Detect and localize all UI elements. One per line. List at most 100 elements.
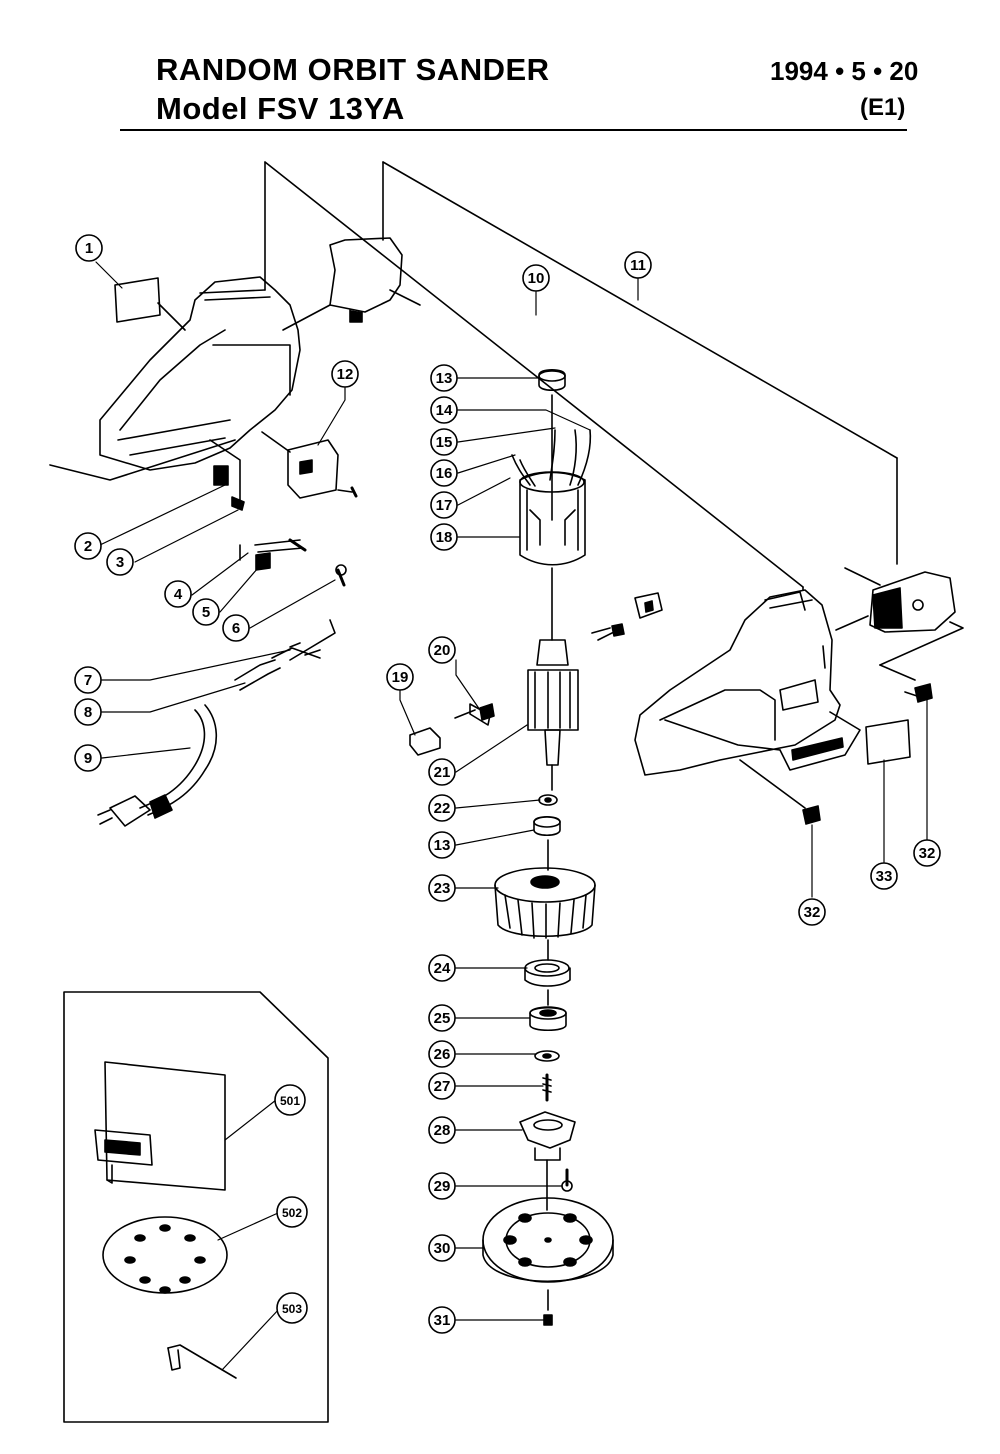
callout-c32a: 32 [798,898,826,926]
callout-number: 27 [434,1078,451,1095]
callout-c4: 4 [164,580,192,608]
callout-number: 10 [528,270,545,287]
callout-number: 13 [436,370,453,387]
callout-number: 31 [434,1312,451,1329]
callout-number: 18 [436,529,453,546]
callout-c27: 27 [428,1072,456,1100]
callout-number: 26 [434,1046,451,1063]
callout-c2: 2 [74,532,102,560]
callout-number: 15 [436,434,453,451]
sanding-pad [482,1197,614,1326]
model-name: Model FSV 13YA [156,91,405,126]
callout-number: 21 [434,764,451,781]
callout-number: 24 [434,960,451,977]
callout-c28: 28 [428,1116,456,1144]
callout-number: 25 [434,1010,451,1027]
callout-c32b: 32 [913,839,941,867]
rear-cover-right [844,567,964,703]
callout-number: 503 [282,1302,302,1316]
switch-part [261,431,358,499]
edition-code: (E1) [860,94,906,121]
diagram-title: RANDOM ORBIT SANDER [156,52,550,87]
callout-number: 8 [84,704,92,721]
callout-c21: 21 [428,758,456,786]
callout-number: 1 [85,240,93,257]
callout-number: 14 [436,402,453,419]
lower-bearings [524,959,571,1102]
armature [527,639,579,791]
callout-number: 19 [392,669,409,686]
brush-holders [409,592,663,756]
callout-c15: 15 [430,428,458,456]
callout-number: 30 [434,1240,451,1257]
callout-number: 22 [434,800,451,817]
callout-c501: 501 [274,1084,306,1116]
stator-assembly [511,368,592,641]
callout-number: 20 [434,642,451,659]
right-housing [634,589,869,825]
callout-number: 7 [84,672,92,689]
callout-c14: 14 [430,396,458,424]
power-cord [97,642,321,827]
callout-c13b: 13 [428,831,456,859]
callout-number: 29 [434,1178,451,1195]
callout-c11: 11 [624,251,652,279]
callout-c33: 33 [870,862,898,890]
callout-c10: 10 [522,264,550,292]
washer-bearing [533,794,561,871]
issue-date: 1994 • 5 • 20 [770,56,919,86]
callout-number: 5 [202,604,210,621]
callout-number: 6 [232,620,240,637]
callout-number: 9 [84,750,92,767]
left-housing [49,276,301,501]
callout-number: 11 [630,257,646,274]
callout-c23: 23 [428,874,456,902]
callout-number: 32 [919,845,936,862]
callout-c20: 20 [428,636,456,664]
callout-number: 16 [436,465,453,482]
callout-c503: 503 [276,1292,308,1324]
callout-c31: 31 [428,1306,456,1334]
callout-c7: 7 [74,666,102,694]
callout-number: 28 [434,1122,451,1139]
callout-number: 502 [282,1206,302,1220]
header-rule [120,129,907,131]
callout-c12: 12 [331,360,359,388]
callout-c19: 19 [386,663,414,691]
callout-number: 2 [84,538,92,555]
rear-cover [282,237,421,331]
callout-c26: 26 [428,1040,456,1068]
callout-c502: 502 [276,1196,308,1228]
name-plates [114,277,911,765]
callout-c16: 16 [430,459,458,487]
callout-c3: 3 [106,548,134,576]
callout-number: 4 [174,586,183,603]
leader-lines [95,261,928,1371]
callout-c5: 5 [192,598,220,626]
balancer [519,1111,576,1211]
callout-c8: 8 [74,698,102,726]
callout-c1: 1 [75,234,103,262]
accessories-box [63,991,329,1423]
small-parts-left [231,496,347,661]
callout-number: 13 [434,837,451,854]
callout-number: 12 [337,366,354,383]
callout-c30: 30 [428,1234,456,1262]
callout-number: 3 [116,554,124,571]
callout-c25: 25 [428,1004,456,1032]
callout-number: 32 [804,904,821,921]
callout-c18: 18 [430,523,458,551]
callout-c22: 22 [428,794,456,822]
callout-number: 17 [436,497,453,514]
callout-c9: 9 [74,744,102,772]
callout-c24: 24 [428,954,456,982]
cooling-fan [494,867,596,961]
callout-c13a: 13 [430,364,458,392]
callout-number: 23 [434,880,451,897]
callout-c6: 6 [222,614,250,642]
callout-number: 501 [280,1094,300,1108]
callout-number: 33 [876,868,893,885]
callout-c17: 17 [430,491,458,519]
